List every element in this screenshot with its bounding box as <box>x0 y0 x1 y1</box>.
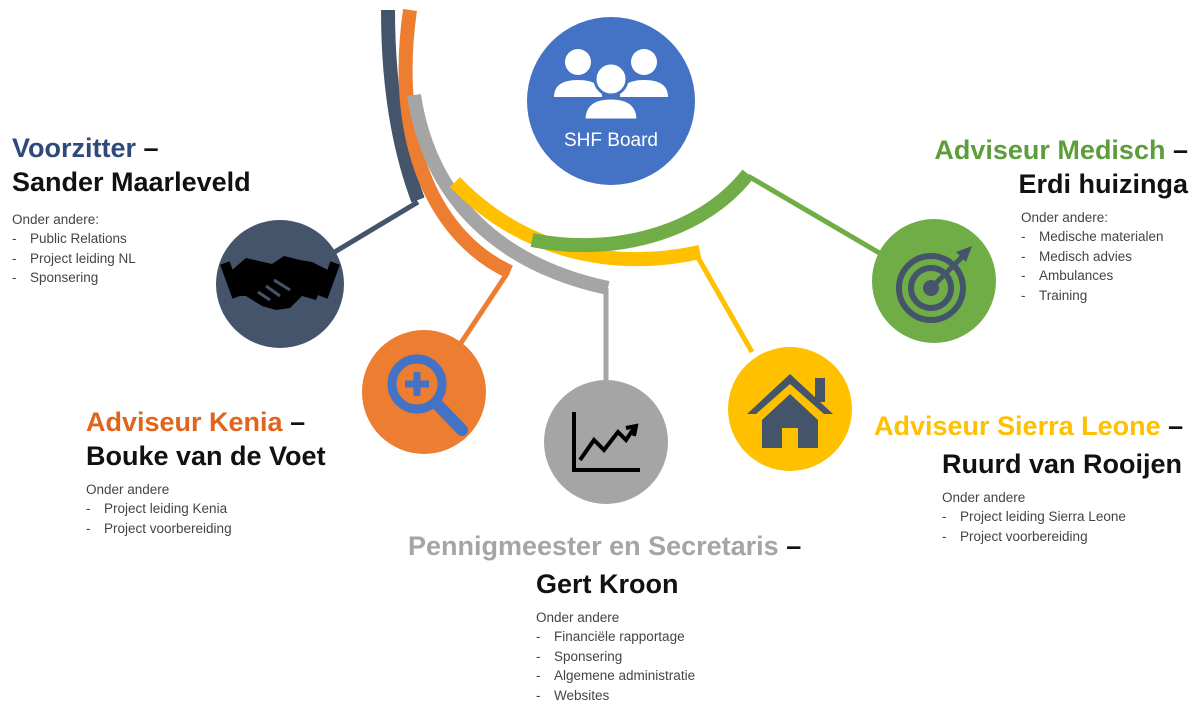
person-name: Gert Kroon <box>536 566 695 602</box>
title-dash: – <box>779 531 802 561</box>
connector-orange <box>455 272 508 352</box>
tasks-intro: Onder andere <box>536 608 695 627</box>
tasks-intro: Onder andere: <box>12 210 251 229</box>
task-list: Public Relations Project leiding NL Spon… <box>12 229 251 288</box>
role-title: Adviseur Sierra Leone <box>874 411 1161 441</box>
task-list: Project leiding Kenia Project voorbereid… <box>86 499 326 538</box>
task-item: Training <box>1021 286 1164 306</box>
task-item: Project leiding Kenia <box>86 499 326 519</box>
task-list: Project leiding Sierra Leone Project voo… <box>942 507 1182 546</box>
connector-yellow <box>696 254 752 352</box>
task-list: Financiële rapportage Sponsering Algemen… <box>536 627 695 705</box>
tasks-intro: Onder andere: <box>1021 208 1164 227</box>
tasks-intro: Onder andere <box>942 488 1182 507</box>
title-dash: – <box>1161 411 1184 441</box>
task-list: Medische materialen Medisch advies Ambul… <box>1021 227 1164 305</box>
connector-green <box>748 176 888 258</box>
role-title: Voorzitter <box>12 133 136 163</box>
tasks-intro: Onder andere <box>86 480 326 499</box>
member-penningmeester: Pennigmeester en Secretaris – <box>408 530 801 562</box>
task-item: Project leiding Sierra Leone <box>942 507 1182 527</box>
arc-green <box>532 174 748 245</box>
task-item: Algemene administratie <box>536 666 695 686</box>
task-item: Ambulances <box>1021 266 1164 286</box>
hub-label: SHF Board <box>530 130 692 152</box>
task-item: Financiële rapportage <box>536 627 695 647</box>
member-sierra-leone-details: Ruurd van Rooijen Onder andere Project l… <box>942 446 1182 546</box>
task-item: Websites <box>536 686 695 705</box>
task-item: Medisch advies <box>1021 247 1164 267</box>
node-kenia <box>362 330 486 454</box>
role-title: Adviseur Medisch <box>934 135 1165 165</box>
title-dash: – <box>136 133 159 163</box>
task-item: Project voorbereiding <box>86 519 326 539</box>
title-dash: – <box>283 407 306 437</box>
task-item: Sponsering <box>12 268 251 288</box>
task-item: Project voorbereiding <box>942 527 1182 547</box>
member-voorzitter: Voorzitter – Sander Maarleveld Onder and… <box>12 132 251 288</box>
task-item: Medische materialen <box>1021 227 1164 247</box>
task-item: Project leiding NL <box>12 249 251 269</box>
task-item: Sponsering <box>536 647 695 667</box>
member-sierra-leone: Adviseur Sierra Leone – <box>874 410 1183 442</box>
member-medisch-details: Onder andere: Medische materialen Medisc… <box>1021 208 1164 305</box>
node-penningmeester <box>544 380 668 504</box>
person-name: Ruurd van Rooijen <box>942 446 1182 482</box>
role-title: Adviseur Kenia <box>86 407 283 437</box>
person-name: Erdi huizinga <box>934 166 1188 202</box>
role-title: Pennigmeester en Secretaris <box>408 531 779 561</box>
person-name: Sander Maarleveld <box>12 164 251 200</box>
connector-navy <box>328 202 418 256</box>
member-kenia: Adviseur Kenia – Bouke van de Voet Onder… <box>86 406 326 538</box>
person-name: Bouke van de Voet <box>86 438 326 474</box>
member-medisch: Adviseur Medisch – Erdi huizinga <box>934 134 1188 202</box>
task-item: Public Relations <box>12 229 251 249</box>
title-dash: – <box>1165 135 1188 165</box>
member-penningmeester-details: Gert Kroon Onder andere Financiële rappo… <box>536 566 695 705</box>
